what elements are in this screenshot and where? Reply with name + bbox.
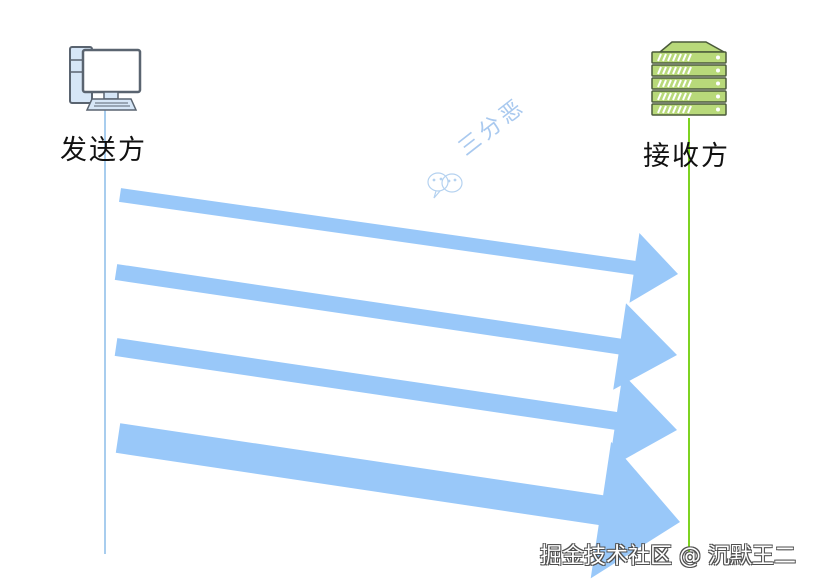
message-arrow-3 [114,338,677,469]
message-arrow-2 [114,264,678,390]
message-arrow-1 [119,188,678,303]
server-stack-icon [651,41,727,116]
message-arrow-4 [115,423,681,579]
footer-credit: 掘金技术社区 @ 沉默王二 [540,544,796,569]
desktop-computer-icon [69,46,142,111]
message-arrows [114,188,681,579]
receiver-label: 接收方 [643,141,730,172]
sender-label: 发送方 [60,135,147,166]
wechat-icon [427,172,463,199]
